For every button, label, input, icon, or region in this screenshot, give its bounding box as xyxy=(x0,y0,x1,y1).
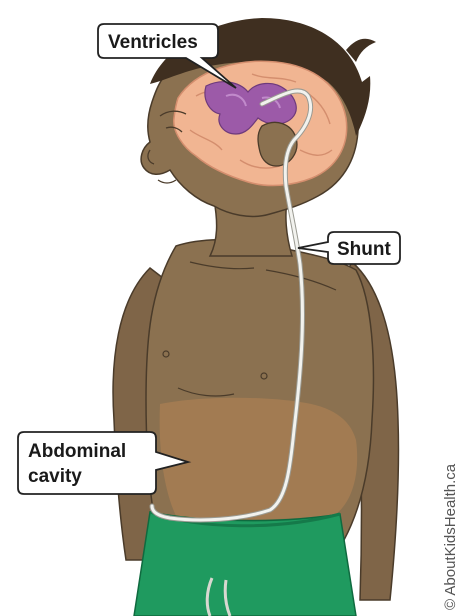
shorts xyxy=(134,512,356,616)
abdominal-cavity xyxy=(160,398,358,520)
ventricles-label: Ventricles xyxy=(108,32,198,53)
mouth xyxy=(158,180,176,183)
abdominal-label-line1: Abdominal xyxy=(28,441,126,462)
copyright-credit: © AboutKidsHealth.ca xyxy=(442,463,459,610)
shunt-label: Shunt xyxy=(337,239,391,260)
abdominal-label-line2: cavity xyxy=(28,466,82,487)
